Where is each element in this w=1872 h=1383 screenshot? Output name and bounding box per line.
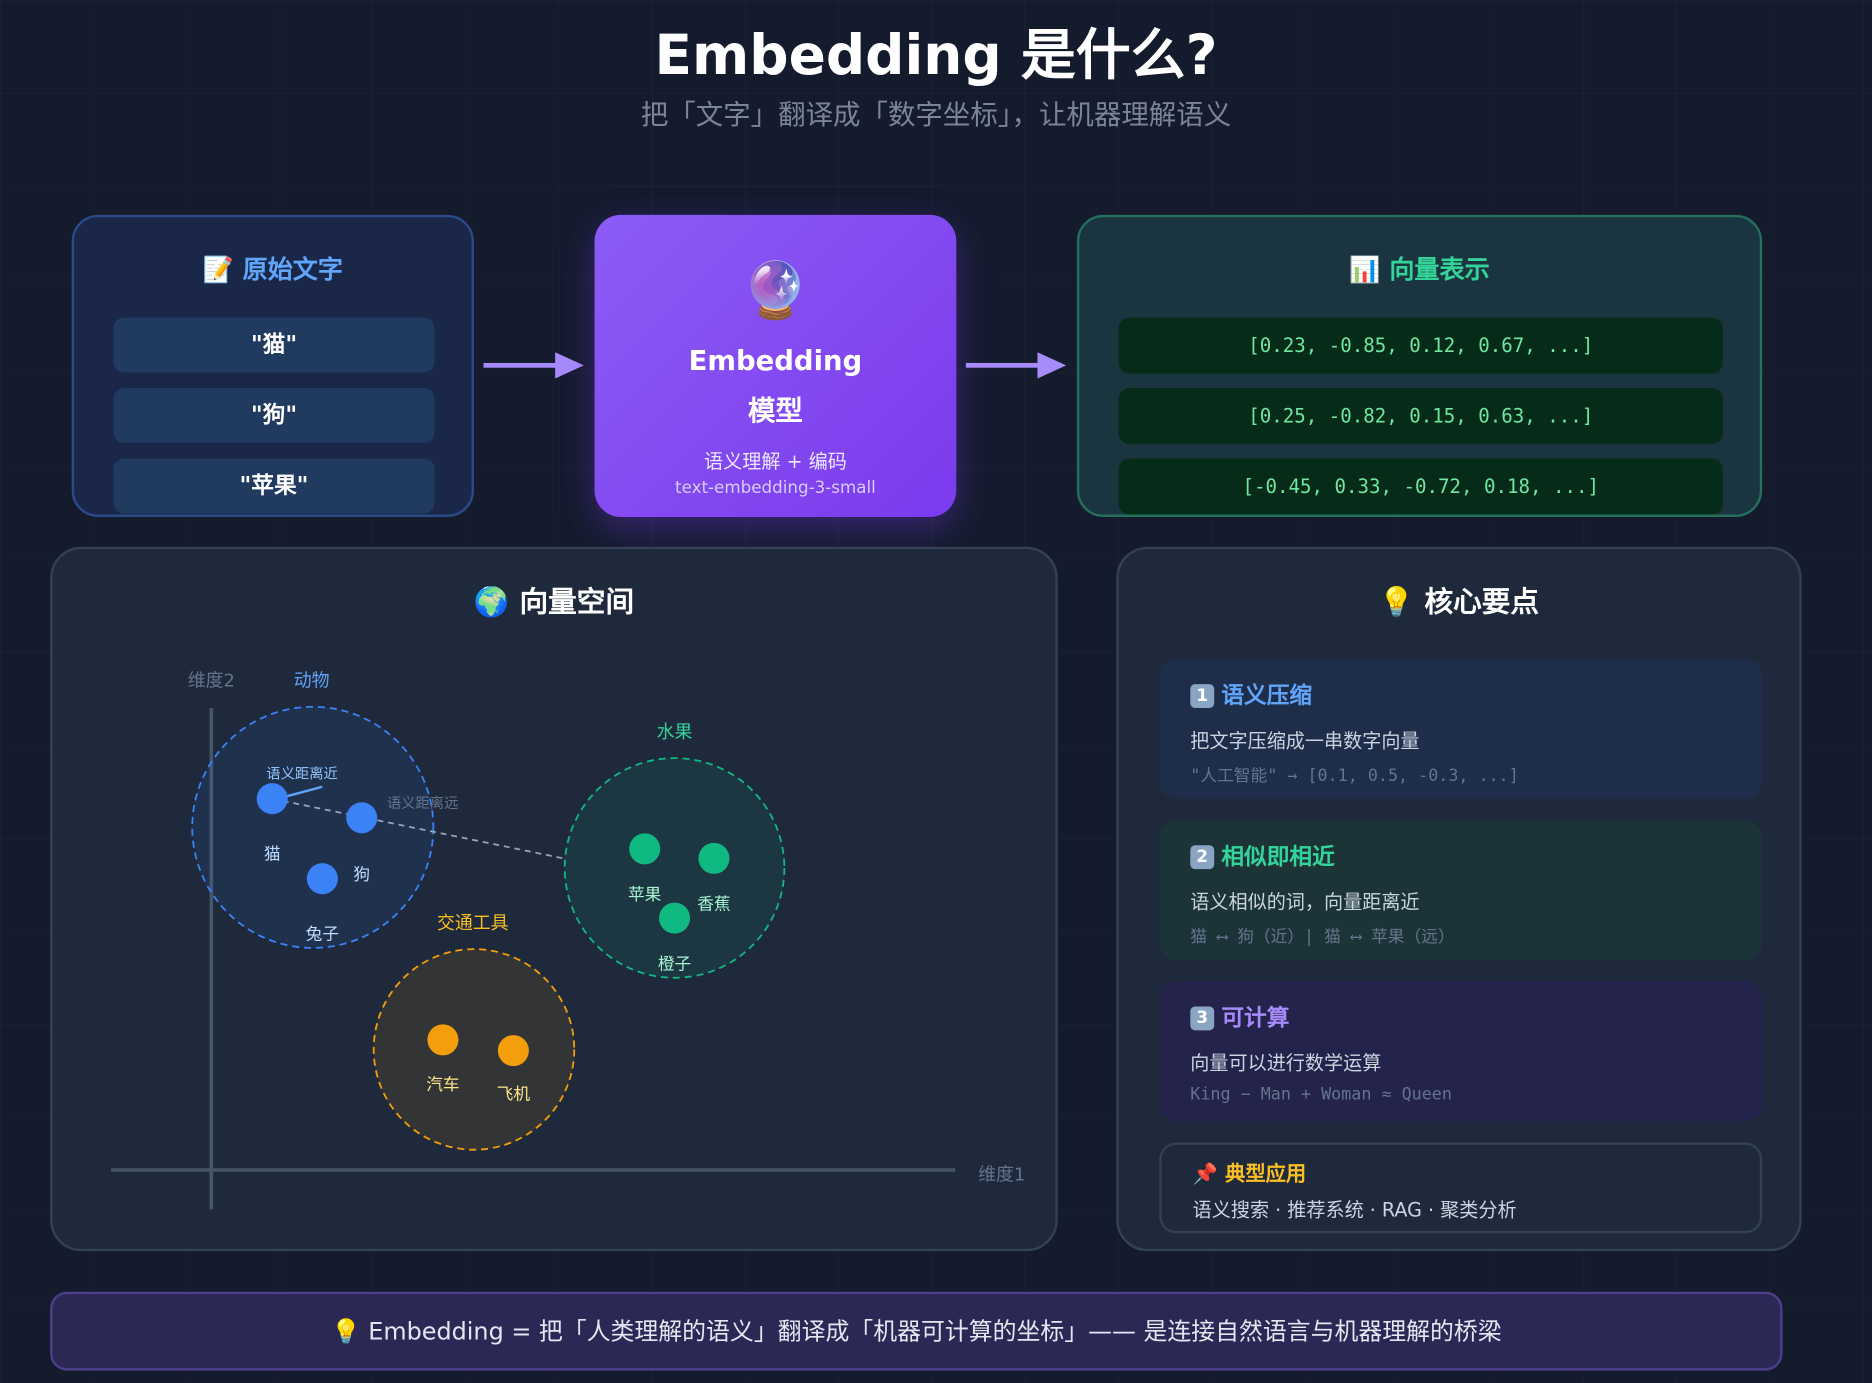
page-title: Embedding 是什么?	[654, 22, 1218, 88]
point-label-cat: 猫	[264, 844, 281, 864]
word-item: "苹果"	[113, 458, 435, 514]
cluster-animals	[191, 705, 435, 949]
globe-icon: 🌍	[473, 585, 510, 619]
key-point-example: 猫 ⟷ 狗（近）| 猫 ⟷ 苹果（远）	[1190, 927, 1455, 947]
model-title-2: 模型	[747, 396, 803, 428]
near-distance-line	[286, 785, 323, 798]
point-label-apple: 苹果	[628, 884, 662, 904]
cluster-vehicles	[372, 948, 576, 1151]
key-point-title: 相似即相近	[1221, 844, 1335, 871]
vector-item: [0.23, -0.85, 0.12, 0.67, ...]	[1118, 317, 1723, 374]
raw-text-box: 📝 原始文字 "猫" "狗" "苹果"	[71, 214, 474, 517]
keycap-1-icon: 1	[1190, 684, 1215, 708]
point-car	[427, 1024, 459, 1056]
embedding-model-box: 🔮 Embedding 模型 语义理解 + 编码 text-embedding-…	[594, 214, 957, 517]
model-name: text-embedding-3-small	[675, 478, 876, 498]
key-point-desc: 把文字压缩成一串数字向量	[1190, 729, 1420, 753]
point-label-orange: 橙子	[658, 953, 691, 973]
y-axis-label: 维度2	[188, 670, 235, 691]
vector-header: 📊 向量表示	[1349, 255, 1490, 285]
key-point-example: King − Man + Woman ≈ Queen	[1190, 1085, 1452, 1105]
point-banana	[698, 842, 730, 874]
bar-chart-icon: 📊	[1349, 255, 1381, 285]
near-distance-label: 语义距离近	[266, 765, 338, 782]
footer-banner: 💡 Embedding = 把「人类理解的语义」翻译成「机器可计算的坐标」—— …	[50, 1291, 1783, 1371]
light-bulb-icon: 💡	[330, 1316, 361, 1346]
key-point-desc: 语义相似的词，向量距离近	[1190, 890, 1420, 914]
key-point-title: 可计算	[1221, 1005, 1290, 1032]
raw-text-header: 📝 原始文字	[202, 255, 343, 285]
arrow-right-icon	[483, 352, 584, 379]
far-distance-label: 语义距离远	[387, 795, 459, 812]
point-label-rabbit: 兔子	[306, 924, 339, 944]
vector-item: [0.25, -0.82, 0.15, 0.63, ...]	[1118, 388, 1723, 445]
group-label-animals: 动物	[294, 670, 330, 691]
crystal-ball-icon: 🔮	[741, 257, 810, 323]
word-item: "猫"	[113, 317, 435, 373]
footer-text: Embedding = 把「人类理解的语义」翻译成「机器可计算的坐标」—— 是连…	[368, 1316, 1502, 1346]
point-label-banana: 香蕉	[697, 894, 730, 914]
word-item: "狗"	[113, 388, 435, 443]
point-cat	[256, 783, 288, 815]
far-distance-line	[272, 797, 564, 860]
point-dog	[346, 802, 378, 834]
group-label-vehicles: 交通工具	[437, 913, 509, 934]
applications-card: 📌 典型应用 语义搜索 · 推荐系统 · RAG · 聚类分析	[1159, 1142, 1763, 1234]
point-plane	[497, 1035, 529, 1067]
keycap-3-icon: 3	[1190, 1006, 1215, 1031]
model-desc: 语义理解 + 编码	[704, 450, 847, 473]
group-label-fruits: 水果	[657, 722, 693, 743]
point-label-dog: 狗	[353, 864, 370, 884]
key-point-title: 语义压缩	[1221, 682, 1313, 710]
key-point-example: "人工智能" → [0.1, 0.5, -0.3, ...]	[1190, 766, 1519, 786]
vector-item: [-0.45, 0.33, -0.72, 0.18, ...]	[1118, 458, 1723, 515]
vector-space-header: 🌍 向量空间	[473, 585, 635, 619]
vector-space-panel: 🌍 向量空间	[50, 546, 1058, 1252]
light-bulb-icon: 💡	[1378, 585, 1415, 619]
point-label-car: 汽车	[426, 1074, 459, 1094]
page-subtitle: 把「文字」翻译成「数字坐标」，让机器理解语义	[640, 100, 1232, 132]
point-label-plane: 飞机	[497, 1084, 531, 1104]
memo-icon: 📝	[202, 255, 234, 285]
applications-list: 语义搜索 · 推荐系统 · RAG · 聚类分析	[1192, 1198, 1517, 1222]
point-orange	[659, 902, 691, 934]
pushpin-icon: 📌	[1192, 1162, 1218, 1187]
point-rabbit	[306, 863, 338, 895]
key-point-desc: 向量可以进行数学运算	[1190, 1051, 1382, 1075]
cluster-fruits	[563, 757, 786, 979]
key-points-header: 💡 核心要点	[1378, 585, 1540, 619]
arrow-right-icon	[965, 352, 1067, 379]
x-axis-label: 维度1	[978, 1165, 1025, 1186]
point-apple	[629, 833, 661, 865]
model-title: Embedding	[688, 346, 863, 378]
keycap-2-icon: 2	[1190, 845, 1215, 870]
vector-representation-box: 📊 向量表示 [0.23, -0.85, 0.12, 0.67, ...] [0…	[1076, 214, 1763, 517]
